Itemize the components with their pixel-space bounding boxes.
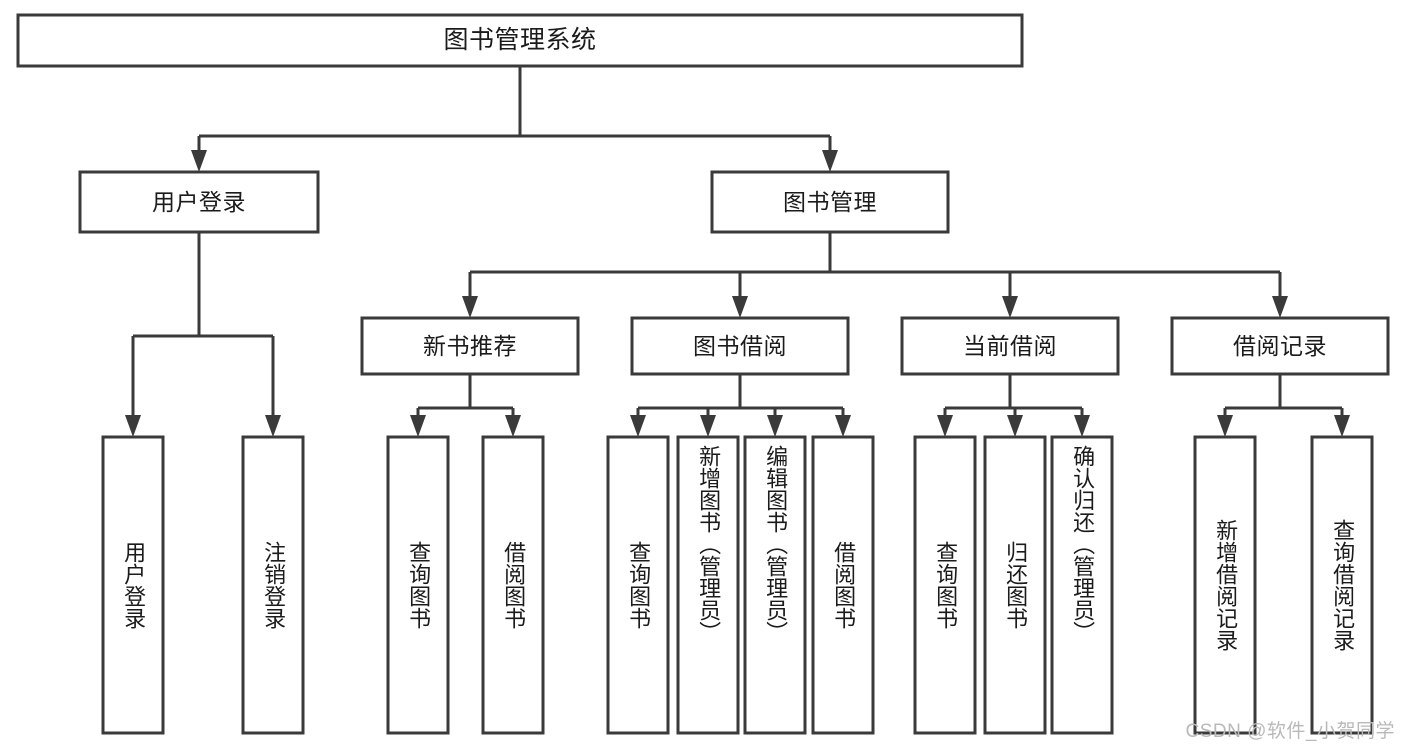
node-box-borrow-record[interactable] (1170, 316, 1390, 376)
node-box-leaf-confirm-return[interactable] (1050, 435, 1114, 735)
node-box-new-book-rec[interactable] (360, 316, 580, 376)
connector-group-user-login (125, 232, 281, 437)
connector-group-borrow-record (1217, 374, 1350, 437)
arrow-to-leaf-query-book-2 (630, 415, 646, 437)
node-box-root[interactable] (16, 13, 1024, 68)
arrow-to-leaf-query-record (1334, 415, 1350, 437)
connector-group-new-book-rec (410, 374, 521, 437)
node-box-leaf-user-login[interactable] (101, 435, 165, 735)
arrow-to-leaf-borrow-book-2 (835, 415, 851, 437)
arrow-to-current-borrow (1002, 296, 1018, 318)
node-box-leaf-add-book[interactable] (676, 435, 740, 735)
arrow-to-leaf-query-book-1 (410, 415, 426, 437)
arrow-to-leaf-user-login (125, 415, 141, 437)
node-box-leaf-query-book-3[interactable] (913, 435, 977, 735)
arrow-to-leaf-edit-book (767, 415, 783, 437)
connector-group-current-borrow (937, 374, 1090, 437)
node-box-leaf-edit-book[interactable] (743, 435, 807, 735)
node-box-leaf-borrow-book-2[interactable] (811, 435, 875, 735)
connector-group-root (191, 66, 838, 172)
node-box-leaf-query-book-2[interactable] (606, 435, 670, 735)
arrow-to-user-login (191, 150, 207, 172)
connector-group-book-manage (462, 232, 1288, 318)
arrow-to-leaf-borrow-book-1 (505, 415, 521, 437)
arrow-to-leaf-user-logout (265, 415, 281, 437)
arrow-to-leaf-add-record (1217, 415, 1233, 437)
arrow-to-leaf-confirm-return (1074, 415, 1090, 437)
node-box-leaf-return-book[interactable] (983, 435, 1047, 735)
arrow-to-book-manage (822, 150, 838, 172)
node-box-leaf-user-logout[interactable] (241, 435, 305, 735)
node-box-book-borrow[interactable] (630, 316, 850, 376)
node-box-leaf-borrow-book-1[interactable] (481, 435, 545, 735)
node-box-leaf-query-book-1[interactable] (386, 435, 450, 735)
node-box-current-borrow[interactable] (900, 316, 1120, 376)
arrow-to-book-borrow (732, 296, 748, 318)
node-box-user-login[interactable] (78, 170, 320, 234)
arrow-to-leaf-return-book (1007, 415, 1023, 437)
connector-group-book-borrow (630, 374, 851, 437)
node-box-leaf-query-record[interactable] (1310, 435, 1374, 735)
arrow-to-leaf-query-book-3 (937, 415, 953, 437)
arrow-to-new-book-rec (462, 296, 478, 318)
node-box-leaf-add-record[interactable] (1193, 435, 1257, 735)
arrow-to-leaf-add-book (700, 415, 716, 437)
arrow-to-borrow-record (1272, 296, 1288, 318)
node-box-book-manage[interactable] (710, 170, 950, 234)
